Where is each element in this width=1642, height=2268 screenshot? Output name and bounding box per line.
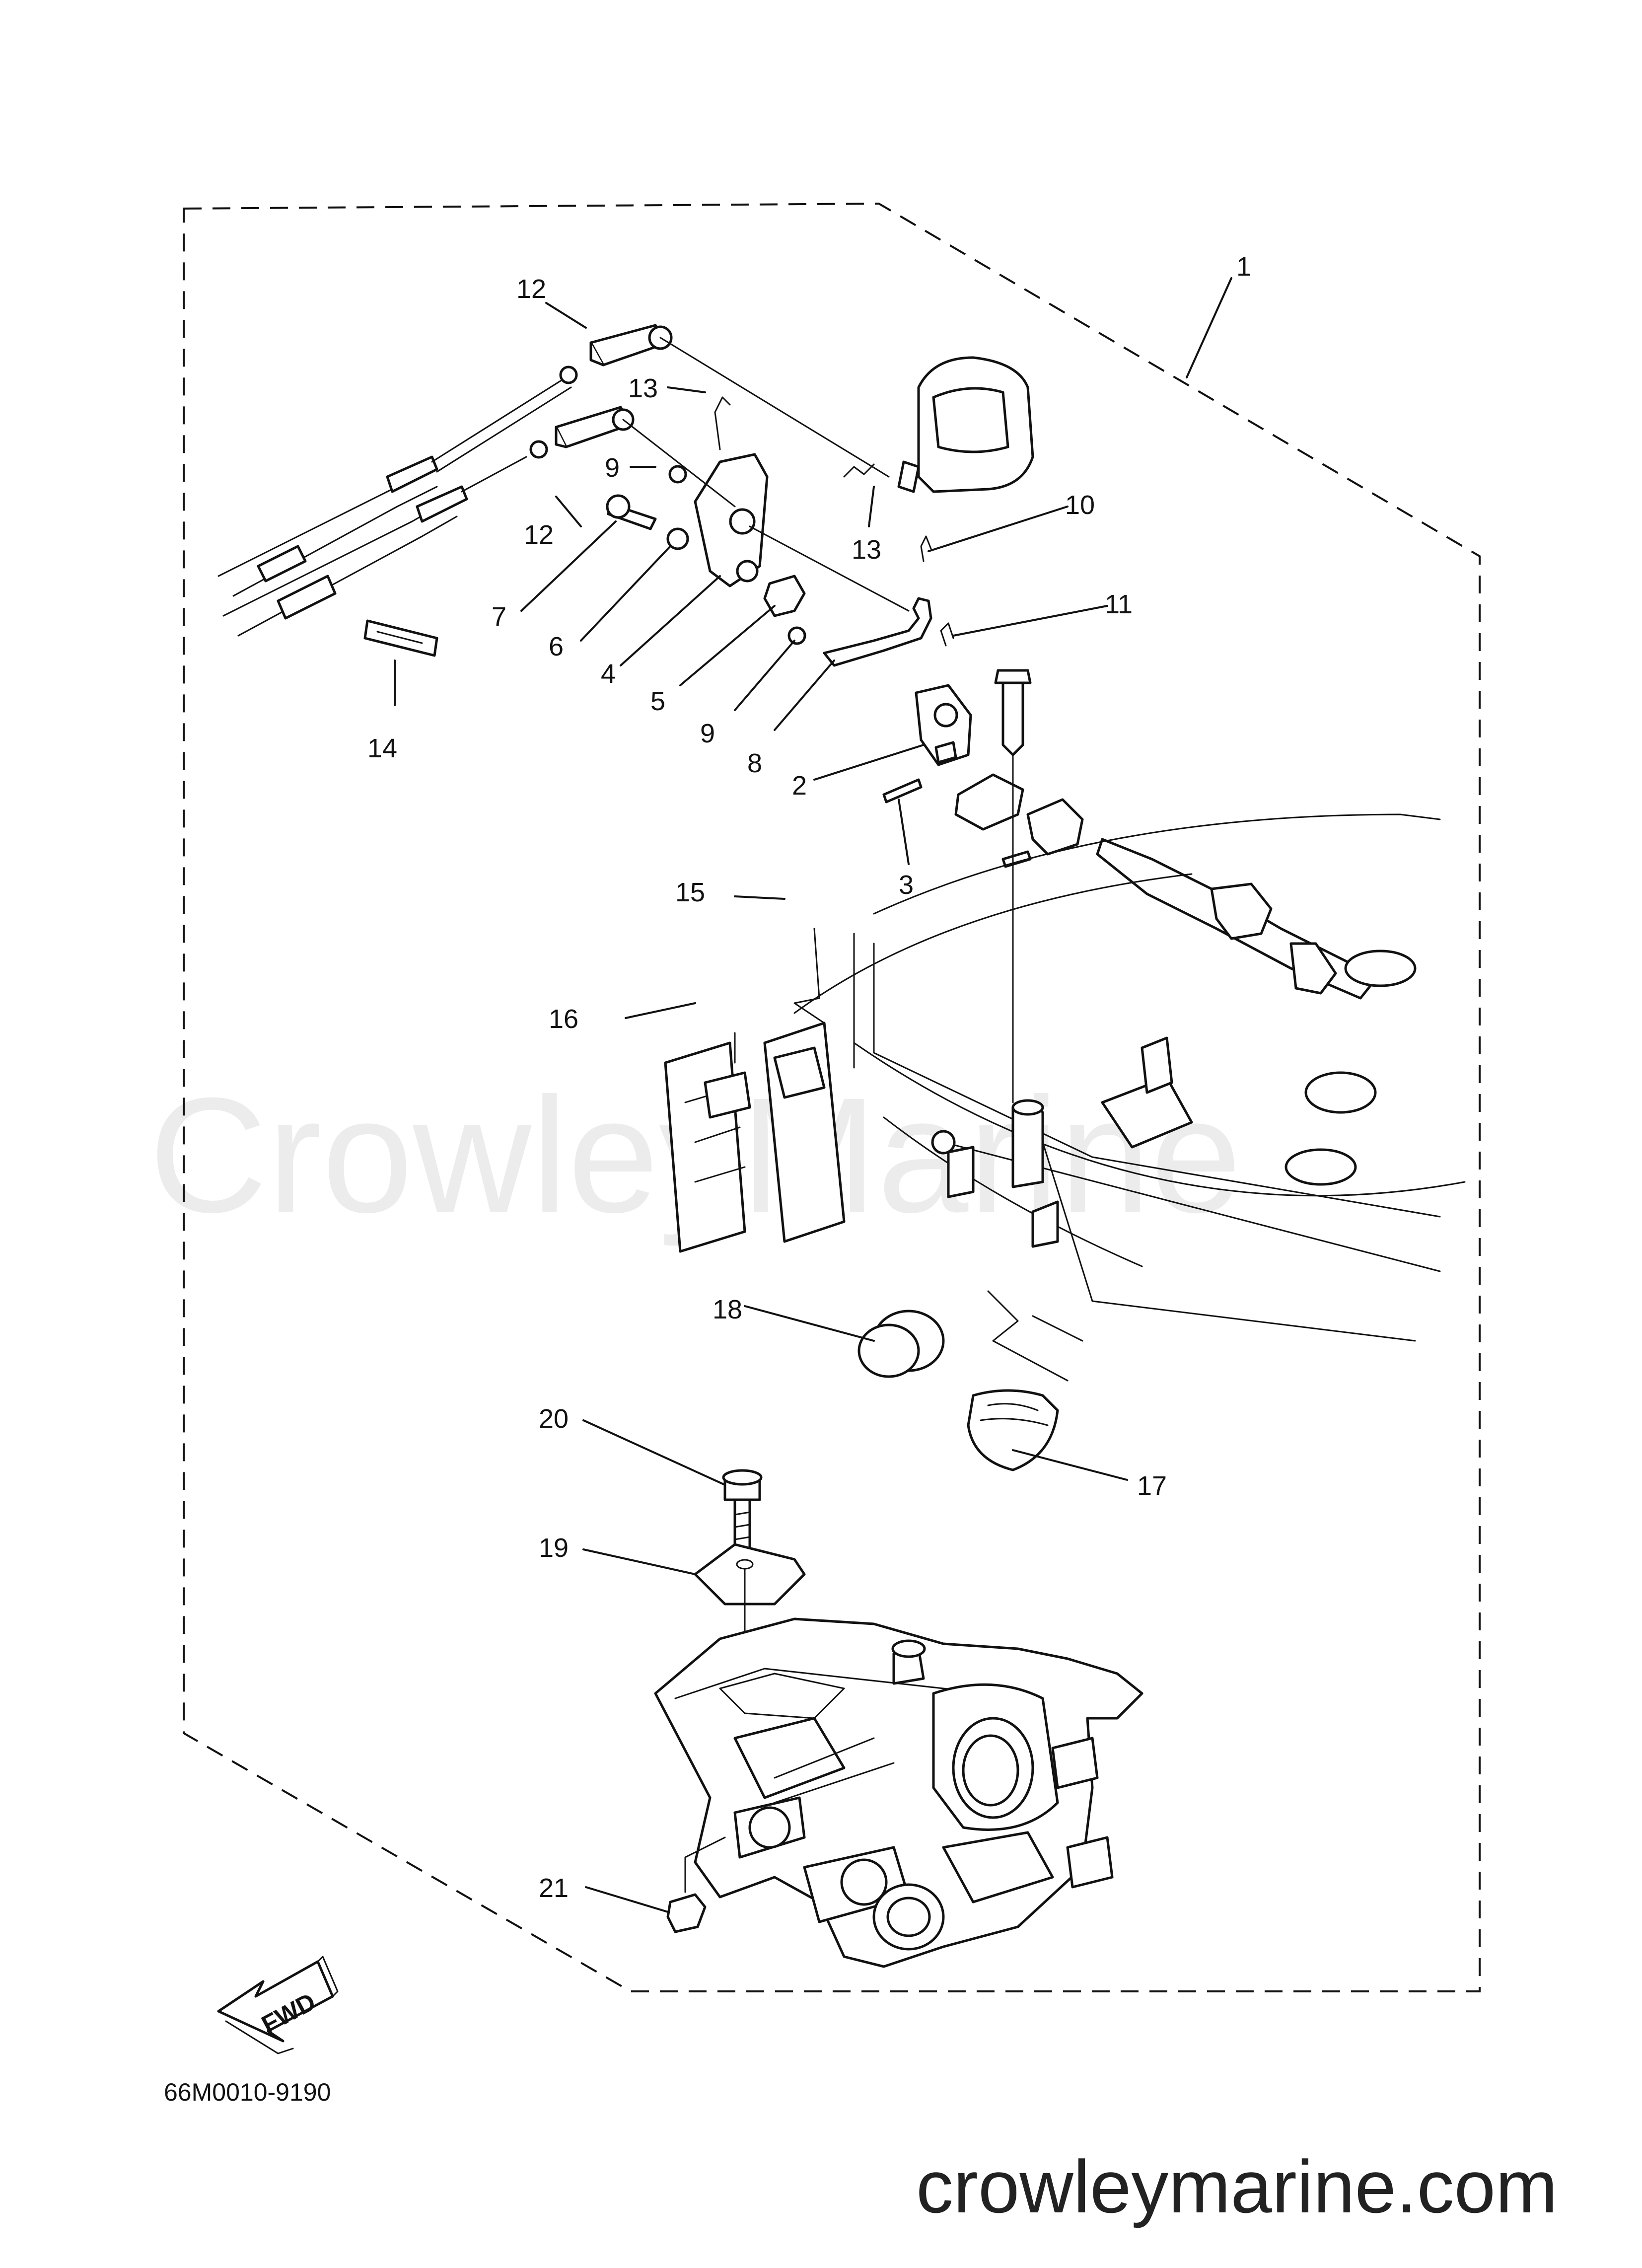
callout-6: 6 — [549, 632, 564, 661]
callout-11: 11 — [1105, 589, 1133, 619]
drawing-code: 66M0010-9190 — [164, 2078, 331, 2106]
cable-joint-lower — [555, 406, 635, 448]
washer-9-upper — [668, 465, 687, 484]
callout-7: 7 — [492, 602, 506, 632]
bottom-cowling — [664, 813, 1466, 1342]
swivel-bracket — [654, 1617, 1143, 1968]
clip-13-lower — [843, 463, 875, 478]
nut-lower — [529, 440, 548, 459]
callout-1: 1 — [1236, 252, 1251, 282]
nut-upper — [559, 366, 578, 384]
callout-9-lower: 9 — [700, 719, 715, 748]
grommet-17 — [967, 1389, 1059, 1471]
washer-6 — [666, 527, 689, 550]
callout-13-lower: 13 — [852, 535, 881, 565]
clip-13-upper — [714, 396, 731, 450]
control-cables — [217, 376, 572, 637]
callout-4: 4 — [601, 659, 616, 689]
callout-14: 14 — [367, 733, 397, 763]
bracket — [954, 773, 1024, 831]
clip-10 — [920, 535, 932, 562]
callout-16: 16 — [549, 1004, 578, 1034]
fwd-arrow: FWD — [217, 1956, 339, 2054]
callout-19: 19 — [539, 1533, 569, 1563]
callout-labels: 1 12 13 9 12 7 6 4 5 13 10 11 9 8 2 3 14… — [367, 252, 1251, 1903]
callout-15: 15 — [675, 878, 705, 907]
cable-joint-upper — [589, 324, 673, 366]
bolt-bracket — [1001, 679, 1024, 756]
clip-11 — [940, 622, 954, 647]
callout-21: 21 — [539, 1873, 569, 1903]
bracket-19 — [694, 1543, 806, 1606]
callout-20: 20 — [539, 1404, 569, 1434]
link-rod — [823, 597, 932, 667]
callout-5: 5 — [650, 686, 665, 716]
throttle-cam — [897, 356, 1034, 493]
washer-9-lower — [787, 626, 806, 645]
callout-17: 17 — [1137, 1471, 1167, 1501]
callout-18: 18 — [713, 1295, 742, 1324]
leader-lines — [394, 277, 1232, 1913]
callout-12-upper: 12 — [516, 274, 546, 304]
callout-8: 8 — [747, 748, 762, 778]
callout-10: 10 — [1065, 490, 1095, 520]
callout-12-lower: 12 — [524, 520, 554, 550]
site-footer: crowleymarine.com — [916, 2145, 1558, 2228]
callout-13-upper: 13 — [628, 373, 658, 403]
rod-end — [915, 684, 972, 766]
throttle-lever — [694, 453, 769, 587]
callout-3: 3 — [899, 870, 914, 900]
nut-21 — [666, 1893, 707, 1933]
callout-9-upper: 9 — [605, 453, 620, 483]
assembly-boundary — [183, 202, 1481, 1992]
callout-2: 2 — [792, 771, 807, 801]
grommet-18 — [857, 1310, 945, 1378]
pin-3 — [882, 778, 923, 804]
